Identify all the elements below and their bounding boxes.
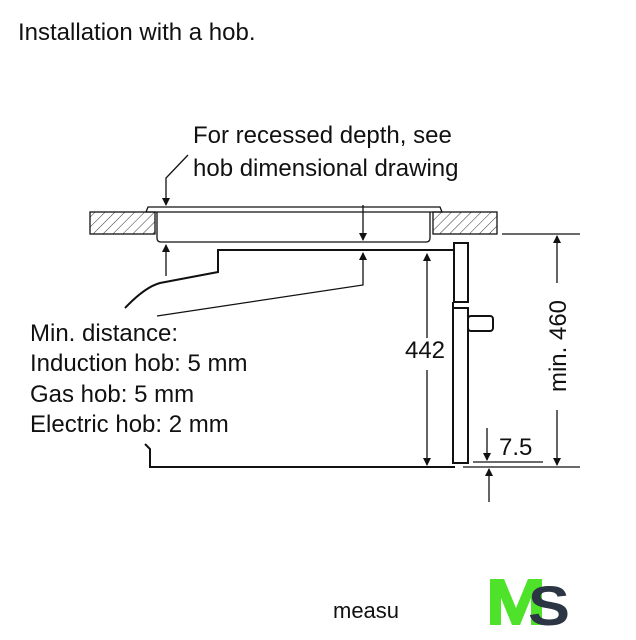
page-title: Installation with a hob. bbox=[18, 19, 255, 46]
dim-460-label: min. 460 bbox=[545, 300, 572, 392]
hob-body bbox=[156, 212, 431, 243]
min-distance-heading: Min. distance: bbox=[30, 320, 178, 347]
callout-leader-arrow bbox=[162, 154, 189, 206]
ms-logo: S bbox=[490, 574, 570, 637]
oven-knob bbox=[467, 315, 494, 332]
footer-text: measu bbox=[333, 598, 399, 623]
worktop-left bbox=[89, 211, 156, 235]
dim-442-label: 442 bbox=[405, 337, 445, 364]
worktop-right bbox=[432, 211, 498, 235]
min-distance-induction: Induction hob: 5 mm bbox=[30, 350, 247, 377]
hob-top-plate bbox=[145, 206, 443, 213]
dim-7-5-label: 7.5 bbox=[499, 434, 532, 461]
oven-door-lower bbox=[452, 302, 469, 464]
callout-line1: For recessed depth, see bbox=[193, 122, 452, 149]
callout-line2: hob dimensional drawing bbox=[193, 155, 459, 182]
oven-top-outline bbox=[124, 249, 455, 309]
min-distance-gas: Gas hob: 5 mm bbox=[30, 381, 194, 408]
svg-text:S: S bbox=[528, 574, 570, 637]
oven-bottom-outline bbox=[144, 443, 455, 468]
distance-arrow-right bbox=[156, 252, 367, 317]
min-distance-electric: Electric hob: 2 mm bbox=[30, 411, 229, 438]
oven-door-upper bbox=[453, 242, 469, 303]
